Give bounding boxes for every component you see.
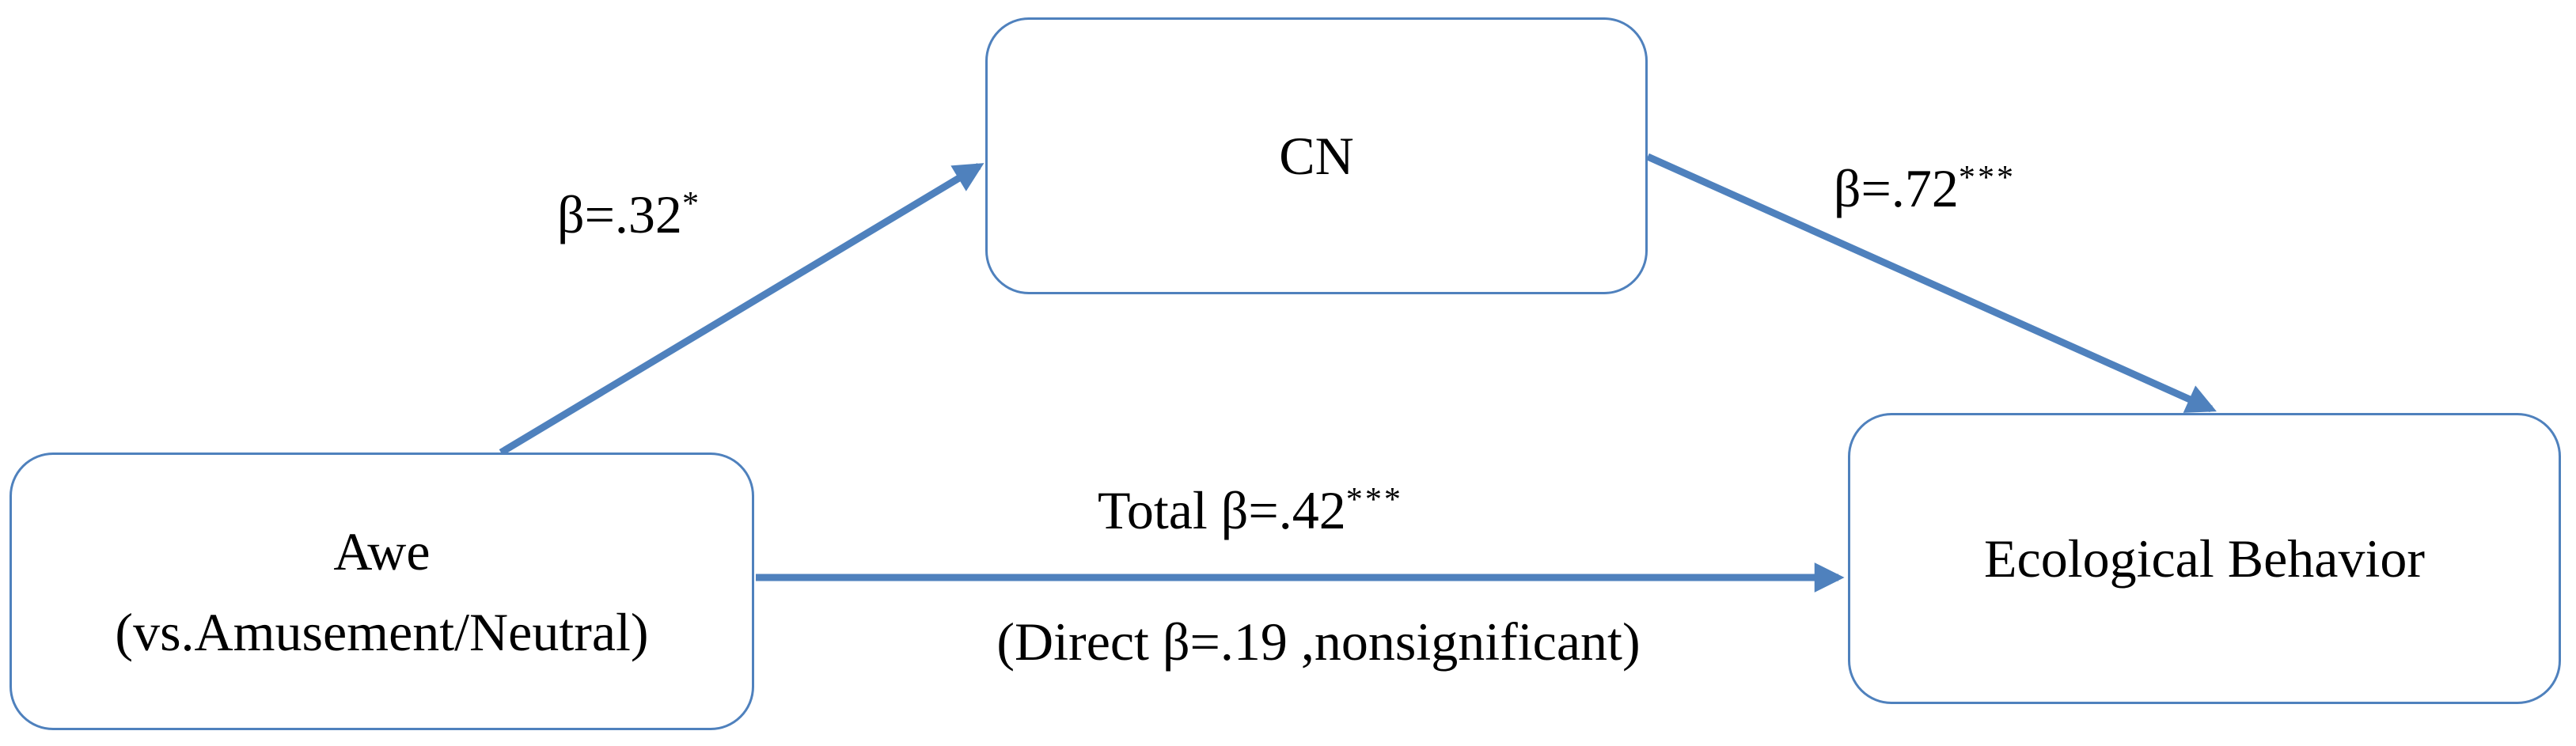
- path-b-label: β=.72***: [1834, 161, 2016, 215]
- node-outcome-ecological-behavior: Ecological Behavior: [1848, 413, 2561, 704]
- path-b-coefficient: β=.72: [1833, 158, 1959, 219]
- path-a-significance-stars: *: [681, 185, 702, 222]
- path-direct-note: (Direct β=.19 ,nonsignificant): [996, 612, 1641, 672]
- path-total-label: Total β=.42***: [1098, 483, 1403, 537]
- path-a-arrow: [499, 163, 984, 456]
- path-b-arrow: [1646, 153, 2217, 413]
- node-mediator-cn: CN: [985, 17, 1648, 294]
- node-predictor-awe: Awe (vs.Amusement/Neutral): [9, 453, 754, 730]
- node-outcome-label: Ecological Behavior: [1983, 528, 2425, 589]
- node-predictor-label-line2: (vs.Amusement/Neutral): [115, 601, 649, 662]
- path-b-significance-stars: ***: [1958, 159, 2016, 196]
- node-predictor-label-line1: Awe: [333, 521, 431, 581]
- path-total-significance-stars: ***: [1345, 481, 1403, 518]
- node-mediator-label: CN: [1279, 126, 1354, 186]
- path-total-coefficient: Total β=.42: [1098, 480, 1346, 541]
- path-a-label: β=.32*: [557, 187, 701, 241]
- path-a-coefficient: β=.32: [556, 184, 682, 245]
- path-direct-label: (Direct β=.19 ,nonsignificant): [996, 615, 1640, 668]
